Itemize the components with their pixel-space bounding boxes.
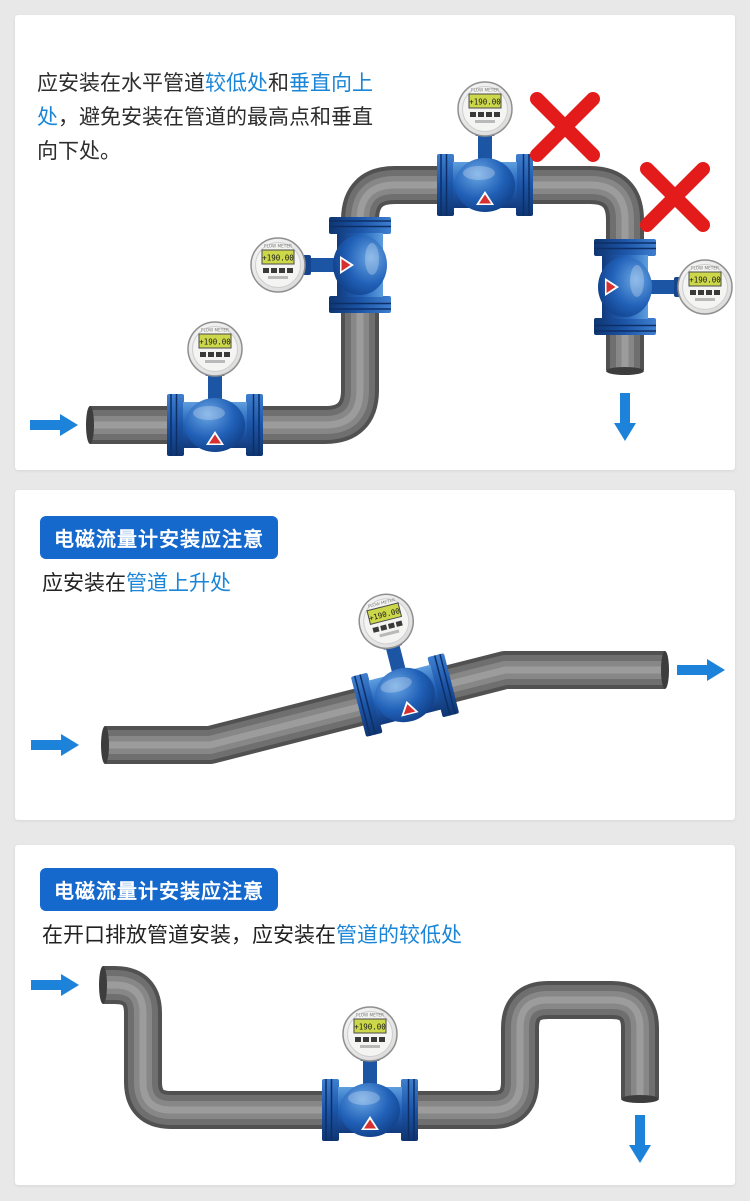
note-text: 应安装在水平管道 [37,72,205,95]
rule-highlight-low-section: 管道的较低处 [336,924,462,947]
rule-text: 在开口排放管道安装，应安装在管道的较低处 [42,919,462,949]
rule-text-plain: 在开口排放管道安装，应安装在 [42,924,336,947]
wrong-installation-x-icon [537,99,593,155]
note-highlight-lower-point: 较低处 [205,72,268,95]
pipe [99,966,659,1110]
flow-arrow-discharge-down [629,1115,651,1163]
pipe [86,185,644,444]
flowmeter-low-section [321,1006,419,1142]
installation-diagram-open-discharge [31,966,659,1163]
flow-arrow-in [31,734,79,756]
panel-horizontal-install-rules: 应安装在水平管道较低处和垂直向上处，避免安装在管道的最高点和垂直向下处。 [15,15,735,470]
rule-text-plain: 应安装在 [42,572,126,595]
pipe-open-end [101,726,109,764]
pipe-open-end [606,367,644,375]
pipe [101,651,669,764]
flow-arrow-in [30,414,78,436]
flowmeter-horizontal-low [166,321,264,457]
rule-highlight-rising-section: 管道上升处 [126,572,231,595]
section-badge: 电磁流量计安装应注意 [40,868,278,911]
note-text: 和 [268,72,289,95]
wrong-installation-x-icon [647,169,703,225]
pipe-open-end [661,651,669,689]
flow-arrow-in [31,974,79,996]
note-highlight-vertical-up: 垂直向上处 [37,72,373,130]
installation-diagram-horizontal [30,81,733,457]
pipe-open-end [99,966,107,1004]
flowmeter-highest-point [436,81,534,217]
note-text: ，避免安装在管道的最高点和垂直向下处。 [37,106,373,164]
flow-arrow-out [677,659,725,681]
pipe-open-end [621,1095,659,1103]
flowmeter-vertical-down [593,238,733,336]
panel-open-discharge-rule: 电磁流量计安装应注意 在开口排放管道安装，应安装在管道的较低处 [15,845,735,1185]
installation-note: 应安装在水平管道较低处和垂直向上处，避免安装在管道的最高点和垂直向下处。 [37,67,375,169]
flowmeter-vertical-up [250,216,392,314]
pipe-open-end [86,406,94,444]
rule-text: 应安装在管道上升处 [42,567,231,597]
flowmeter-rising-section [350,587,460,738]
panel-rising-pipe-rule: 电磁流量计安装应注意 应安装在管道上升处 [15,490,735,820]
section-badge: 电磁流量计安装应注意 [40,516,278,559]
flow-arrow-down [614,393,636,441]
installation-diagram-rising [31,587,725,764]
